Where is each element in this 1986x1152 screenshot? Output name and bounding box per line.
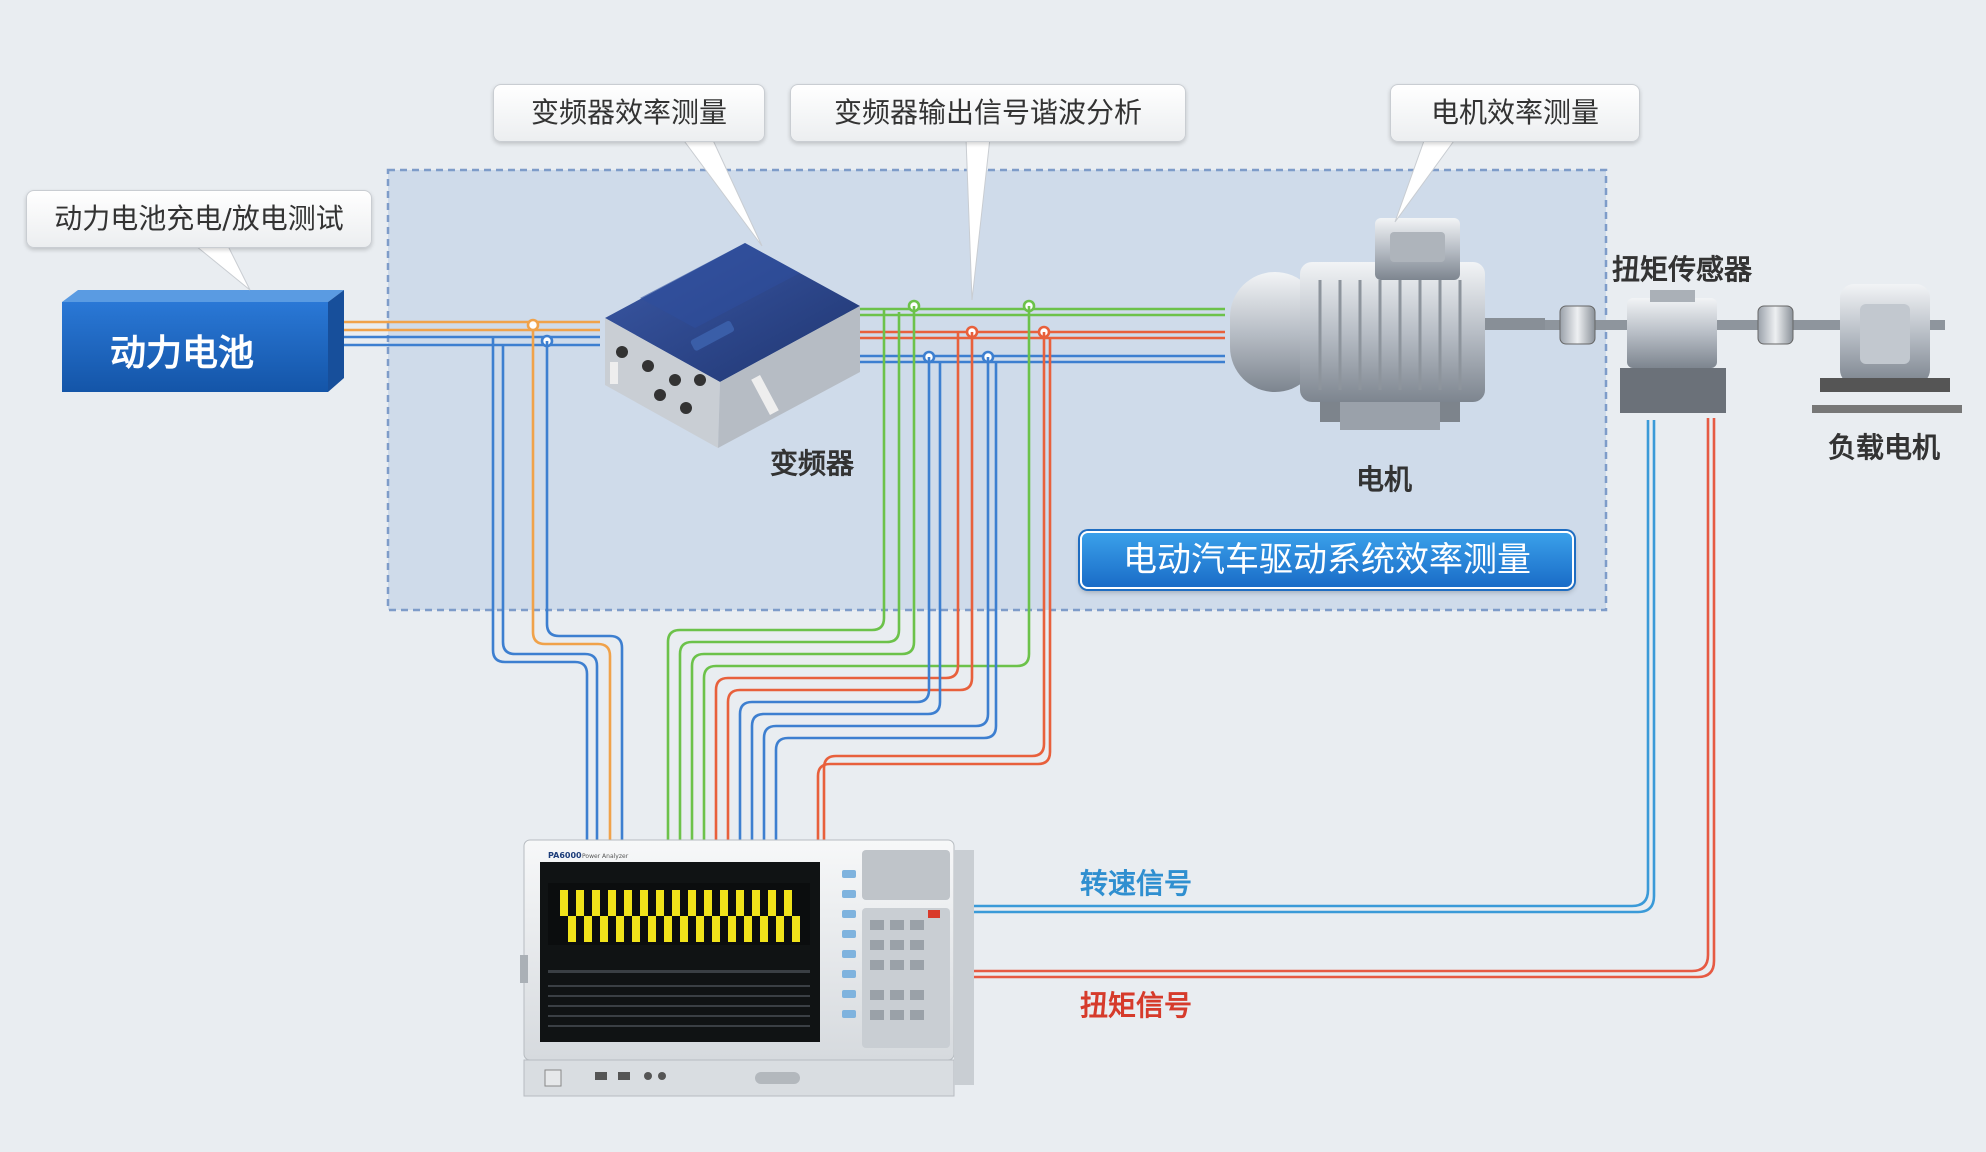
torque-sensor-label: 扭矩传感器 xyxy=(1612,253,1753,286)
inverter-label: 变频器 xyxy=(770,447,855,480)
wire-bundle-battery xyxy=(343,318,624,840)
wire-signals xyxy=(958,418,1716,979)
callout-inverter-harmonics: 变频器输出信号谐波分析 xyxy=(790,84,1186,142)
torque-signal-label: 扭矩信号 xyxy=(1080,989,1193,1022)
wire-bundle-inverter-motor xyxy=(666,299,1225,840)
speed-signal-label: 转速信号 xyxy=(1080,867,1193,900)
battery-label: 动力电池 xyxy=(110,333,255,374)
analyzer-model-text: PA6000 xyxy=(548,851,582,860)
callout-inverter-efficiency: 变频器效率测量 xyxy=(493,84,765,142)
system-efficiency-banner: 电动汽车驱动系统效率测量 xyxy=(1080,531,1574,589)
motor-device xyxy=(1230,218,1545,430)
drivetrain xyxy=(1545,284,1962,413)
load-motor-label: 负载电机 xyxy=(1828,431,1941,464)
motor-label: 电机 xyxy=(1356,463,1413,496)
analyzer-subtitle-text: Power Analyzer xyxy=(582,853,629,860)
callout-battery-test: 动力电池充电/放电测试 xyxy=(26,190,372,248)
inverter-device xyxy=(605,243,860,448)
power-analyzer xyxy=(520,839,974,1097)
battery-block xyxy=(62,290,344,392)
callout-motor-efficiency: 电机效率测量 xyxy=(1390,84,1640,142)
